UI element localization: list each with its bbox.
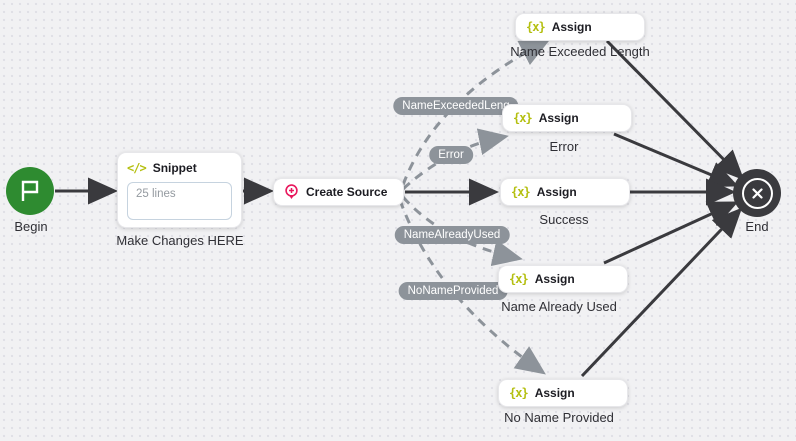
variable-icon: {x}: [513, 111, 533, 125]
variable-icon: {x}: [526, 20, 546, 34]
edge-label-no-name-provided[interactable]: NoNameProvided: [398, 282, 508, 300]
flag-icon: [21, 180, 39, 201]
edge-createsource-nameexceeded: [401, 39, 551, 186]
assign-title: Assign: [551, 20, 592, 34]
assign-node-name-already-used[interactable]: {x} Assign: [498, 265, 628, 293]
edge-assign2-end: [613, 132, 739, 188]
assign-node-name-exceeded[interactable]: {x} Assign: [515, 13, 645, 41]
edge-label-error[interactable]: Error: [429, 146, 473, 164]
assign-title: Assign: [536, 185, 577, 199]
assign-title: Assign: [538, 111, 579, 125]
assign-label-name-exceeded: Name Exceeded Length: [510, 44, 650, 59]
code-icon: </>: [127, 161, 147, 175]
close-icon: [741, 177, 773, 209]
edge-createsource-namealreadyused: [401, 196, 523, 267]
edge-assign1-end: [605, 39, 745, 181]
assign-label-name-already-used: Name Already Used: [501, 299, 617, 314]
edge-assign5-end: [580, 207, 743, 378]
edge-assign4-end: [603, 201, 739, 265]
begin-node[interactable]: [6, 167, 54, 215]
assign-title: Assign: [534, 386, 575, 400]
assign-node-error[interactable]: {x} Assign: [502, 104, 632, 132]
edge-label-name-already-used[interactable]: NameAlreadyUsed: [394, 226, 510, 244]
assign-label-no-name-provided: No Name Provided: [504, 410, 614, 425]
create-source-node[interactable]: Create Source: [273, 178, 404, 206]
snippet-label: Make Changes HERE: [116, 233, 244, 248]
assign-label-error: Error: [549, 139, 579, 154]
begin-label: Begin: [14, 219, 48, 234]
edge-label-name-exceeded[interactable]: NameExceededLeng: [393, 97, 519, 115]
variable-icon: {x}: [511, 185, 531, 199]
assign-label-success: Success: [539, 212, 589, 227]
pin-plus-icon: [285, 184, 298, 199]
end-label: End: [745, 219, 769, 234]
variable-icon: {x}: [509, 272, 529, 286]
edge-createsource-error: [401, 128, 509, 191]
snippet-node[interactable]: </> Snippet 25 lines: [117, 152, 242, 228]
snippet-title: Snippet: [152, 161, 197, 175]
snippet-lines-box[interactable]: 25 lines: [127, 182, 232, 220]
edge-createsource-nonameprovided: [398, 199, 546, 375]
variable-icon: {x}: [509, 386, 529, 400]
end-node[interactable]: [733, 169, 781, 217]
assign-node-success[interactable]: {x} Assign: [500, 178, 630, 206]
assign-node-no-name-provided[interactable]: {x} Assign: [498, 379, 628, 407]
assign-title: Assign: [534, 272, 575, 286]
create-source-title: Create Source: [306, 185, 388, 199]
